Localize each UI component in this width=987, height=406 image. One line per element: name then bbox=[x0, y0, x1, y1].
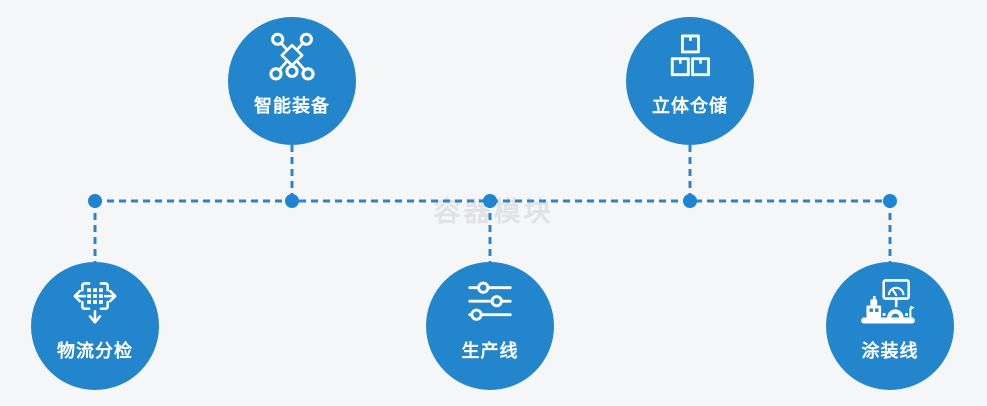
node-painting-line: 涂装线 bbox=[826, 262, 954, 390]
node-smart-equipment: 智能装备 bbox=[228, 17, 356, 145]
node-label: 生产线 bbox=[461, 341, 519, 361]
node-label: 物流分检 bbox=[57, 341, 133, 361]
sliders-icon bbox=[468, 281, 512, 321]
junction-dot bbox=[285, 194, 299, 208]
node-label: 智能装备 bbox=[254, 96, 330, 116]
sorting-frame-arrows-icon bbox=[73, 282, 117, 324]
control-console-icon bbox=[861, 279, 915, 324]
network-nodes-icon bbox=[269, 32, 315, 81]
node-label: 涂装线 bbox=[861, 341, 919, 361]
junction-dot bbox=[883, 194, 897, 208]
node-production-line: 生产线 bbox=[426, 262, 554, 390]
stacked-boxes-icon bbox=[670, 34, 710, 77]
junction-dot bbox=[683, 194, 697, 208]
junction-dot bbox=[88, 194, 102, 208]
junction-dot bbox=[483, 194, 497, 208]
node-stereoscopic-warehouse: 立体仓储 bbox=[626, 17, 754, 145]
node-label: 立体仓储 bbox=[652, 96, 728, 116]
node-logistics-sorting: 物流分检 bbox=[31, 262, 159, 390]
